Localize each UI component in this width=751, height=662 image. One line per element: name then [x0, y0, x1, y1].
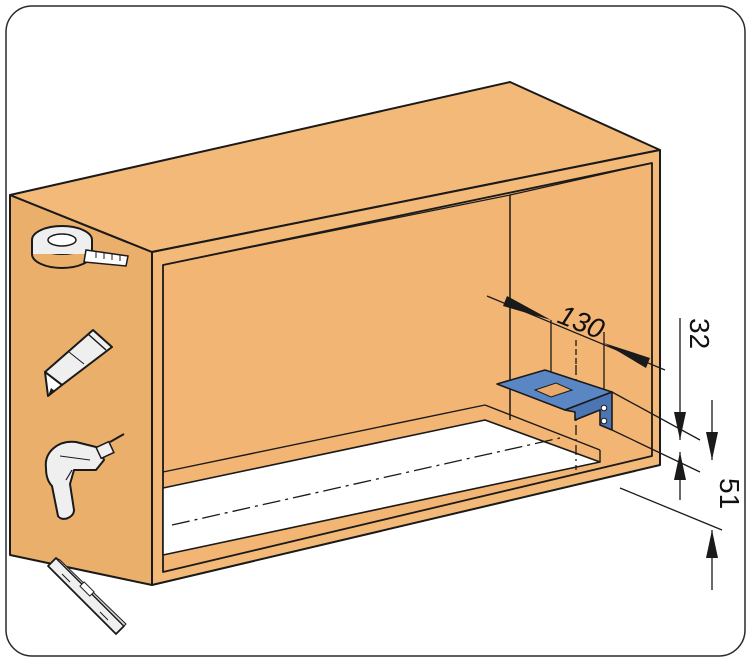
mounting-bracket-hole: [533, 382, 574, 398]
dim-51-ext-bottom: [619, 487, 723, 531]
dim-51-arrow-down: [706, 432, 718, 460]
drill-icon: [44, 433, 125, 520]
dim-51-label: 51: [714, 478, 745, 509]
bottom-panel-front-edge: [162, 404, 486, 473]
bottom-panel-right-edge: [484, 404, 601, 451]
dim-51-arrow-up: [706, 530, 718, 558]
dim-32-arrow-up: [674, 452, 686, 480]
inner-top-edge-line: [162, 194, 511, 266]
dim-130-arrow-right: [604, 343, 650, 368]
measuring-tape-icon: [31, 225, 129, 269]
spirit-level-icon: [47, 557, 127, 635]
pencil-icon: [44, 329, 113, 397]
bottom-centre-line: [171, 437, 561, 526]
bracket-screw-hole-top: [600, 404, 608, 412]
inner-right-top-line: [509, 162, 653, 196]
bracket-screw-hole-bottom: [600, 417, 608, 425]
dim-32-ext-bottom: [611, 429, 701, 473]
dim-32-label: 32: [684, 318, 715, 349]
dim-32-ext-top: [611, 391, 701, 441]
dim-32-arrow-down: [674, 412, 686, 440]
mounting-bracket-flange: [564, 391, 613, 431]
dim-130-arrow-left: [503, 296, 551, 320]
